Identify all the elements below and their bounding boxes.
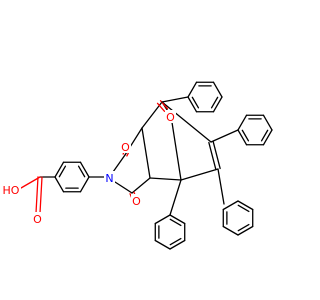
benzoic-ring-inner-3 <box>58 165 67 178</box>
benzoic-ring-bond-5 <box>79 161 90 178</box>
atom-label-o-imide-top: O <box>121 141 130 154</box>
benzoic-ring-bond-0 <box>79 176 90 193</box>
phenyl-top-bond-5 <box>212 81 223 98</box>
structure-canvas: O O N O O HO <box>1 81 273 250</box>
atom-label-n-imide: N <box>105 172 113 185</box>
phenyl-right-top-inner-2 <box>241 129 250 142</box>
phenyl-right-bottom-bond-1 <box>222 225 239 236</box>
bond-c4-c5 <box>180 168 219 181</box>
bond-c5-c6-double-a <box>212 140 221 170</box>
phenyl-right-top-bond-2 <box>237 129 248 146</box>
atom-o-ketone: O <box>165 110 176 124</box>
phenyl-bottom-bond-3 <box>154 214 171 225</box>
bond-carboxyl-carbonyl-a <box>35 176 39 214</box>
phenyl-right-bottom-inner-4 <box>237 204 250 213</box>
phenyl-right-top-bond-3 <box>237 114 248 131</box>
phenyl-right-bottom-bond-3 <box>222 200 239 211</box>
atom-label-layer: O O N O O HO <box>1 110 176 226</box>
atom-n-imide: N <box>104 171 115 185</box>
phenyl-bottom-inner-0 <box>169 237 182 246</box>
phenyl-bottom-bond-1 <box>154 239 171 250</box>
molecule-structure: O O N O O HO <box>1 81 273 250</box>
phenyl-top-bond-3 <box>187 81 198 98</box>
phenyl-bottom-bond-4 <box>169 214 186 225</box>
phenyl-right-bottom-bond-0 <box>237 225 254 236</box>
bond-c4-c3a <box>149 177 182 181</box>
atom-oh-acid: HO <box>1 183 21 197</box>
phenyl-top-inner-2 <box>191 96 200 109</box>
atom-label-o-acid-carbonyl: O <box>33 213 42 226</box>
bond-imide-bottom-c3a <box>131 177 151 194</box>
atom-o-acid-carbonyl: O <box>32 212 43 226</box>
bond-c7a-c3a <box>141 127 151 179</box>
bond-n-imide-bottom <box>114 181 133 194</box>
phenyl-right-top-inner-0 <box>260 129 269 142</box>
phenyl-right-top-bond-5 <box>262 114 273 131</box>
benzoic-ring-inner-5 <box>77 165 86 178</box>
atom-o-imide-top: O <box>120 140 131 154</box>
phenyl-top-inner-0 <box>210 96 219 109</box>
bond-carboxyl-carbonyl-b <box>39 176 43 214</box>
atom-o-imide-bottom: O <box>131 194 142 208</box>
phenyl-right-bottom-inner-0 <box>237 223 250 232</box>
phenyl-bottom-bond-0 <box>169 239 186 250</box>
bond-layer <box>20 81 273 250</box>
atom-label-o-imide-bottom: O <box>132 195 141 208</box>
bond-c4-phenyl-bottom <box>169 179 182 216</box>
bond-c6-phenyl-right-top <box>210 129 239 143</box>
phenyl-top-bond-0 <box>212 96 223 113</box>
benzoic-ring-bond-3 <box>54 161 65 178</box>
benzoic-ring-bond-2 <box>54 176 65 193</box>
phenyl-top-bond-2 <box>187 96 198 113</box>
bond-c5-c6-double-b <box>208 141 217 171</box>
atom-label-oh-acid: HO <box>3 184 20 197</box>
bond-imide-top-n <box>112 154 126 173</box>
bond-carboxyl-oh <box>20 176 41 189</box>
bond-c1-phenyl-top <box>161 96 189 103</box>
phenyl-bottom-inner-4 <box>169 218 182 227</box>
phenyl-right-top-bond-0 <box>262 129 273 146</box>
atom-label-o-ketone: O <box>166 111 175 124</box>
bond-ketone-oxygen-b <box>156 102 166 112</box>
bond-c5-phenyl-right-bottom <box>217 168 225 205</box>
bond-c1-c7a <box>141 101 163 129</box>
bond-c7-c4 <box>170 115 182 181</box>
bond-c1-c6 <box>161 101 212 143</box>
phenyl-right-bottom-bond-4 <box>237 200 254 211</box>
